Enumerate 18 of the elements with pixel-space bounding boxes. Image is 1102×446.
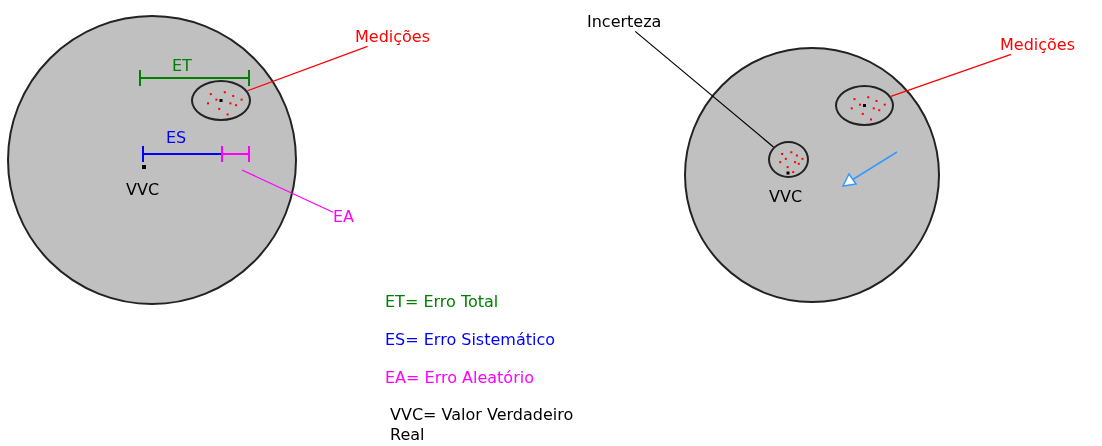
leader-line: [246, 45, 369, 92]
measurement-ellipse: [191, 80, 251, 121]
callout-text: Medições: [355, 28, 430, 47]
leader-line: [634, 30, 775, 148]
leader-line: [241, 169, 334, 213]
callout-text: Incerteza: [587, 13, 662, 32]
measurement-ellipse: [835, 85, 894, 126]
legend-text: ES= Erro Sistemático: [385, 330, 555, 350]
callout-text: Medições: [1000, 36, 1075, 55]
point-label: VVC: [769, 187, 803, 207]
dimension-label: ET: [172, 56, 192, 76]
point-label: VVC: [126, 180, 160, 200]
legend-text: EA= Erro Aleatório: [385, 368, 534, 388]
legend-text: VVC= Valor Verdadeiro Real: [390, 405, 575, 445]
measurement-ellipse: [768, 141, 809, 178]
legend-text: ET= Erro Total: [385, 292, 499, 312]
callout-text: EA: [333, 208, 355, 227]
dimension-label: ES: [166, 128, 187, 148]
